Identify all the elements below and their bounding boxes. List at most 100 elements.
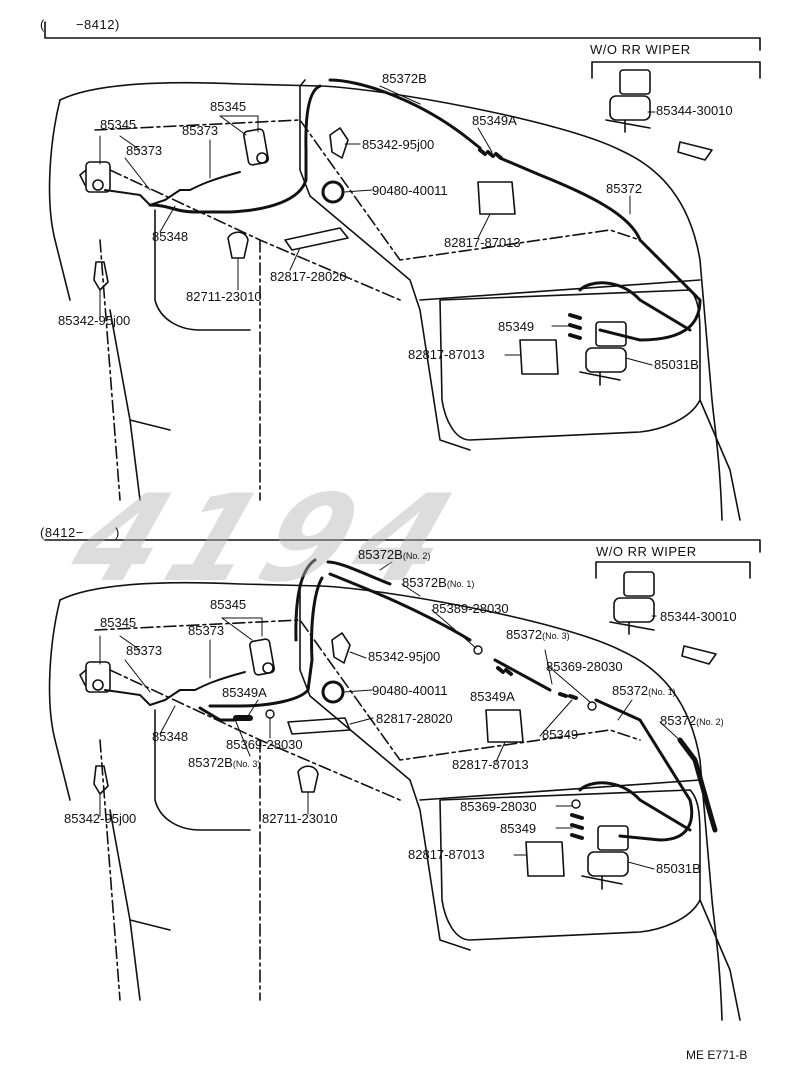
bottom-range-label: (8412− ) — [40, 525, 120, 540]
bottom-part-85372-no2-sub: (No. 2) — [696, 717, 724, 727]
bottom-part-85372B-no1[interactable]: 85372B(No. 1) — [402, 576, 474, 591]
diagram-code: ME E771-B — [686, 1048, 748, 1062]
top-van-front — [48, 99, 71, 301]
top-part-85373-left[interactable]: 85373 — [126, 143, 163, 158]
top-part-85342-95j00-left[interactable]: 85342-95j00 — [58, 313, 131, 328]
bottom-part-85372B-no1-number: 85372B — [402, 575, 447, 590]
top-header-bracket — [44, 21, 761, 51]
bottom-part-85372-no1-number: 85372 — [612, 683, 649, 698]
top-hose-85372B — [328, 78, 482, 150]
bottom-grommet-90480 — [321, 680, 345, 704]
bottom-valve-85369-b — [587, 701, 597, 711]
bottom-part-85372B-no2[interactable]: 85372B(No. 2) — [358, 548, 430, 563]
top-hose-main — [148, 84, 322, 214]
bottom-part-82817-87013[interactable]: 82817-87013 — [452, 757, 529, 772]
bottom-centerline — [94, 619, 641, 761]
bottom-part-85372-no3-sub: (No. 3) — [542, 631, 570, 641]
bottom-hose-no1 — [594, 698, 694, 842]
top-part-85348[interactable]: 85348 — [152, 229, 189, 244]
bottom-part-85348[interactable]: 85348 — [152, 729, 189, 744]
bottom-part-82817-87013-rear[interactable]: 82817-87013 — [408, 847, 485, 862]
bottom-rear-corner — [699, 899, 741, 1021]
bottom-part-85372-no1-sub: (No. 1) — [648, 687, 676, 697]
bottom-part-85345-left[interactable]: 85345 — [100, 615, 137, 630]
top-part-85349[interactable]: 85349 — [498, 319, 535, 334]
bottom-part-85349A-mid[interactable]: 85349A — [470, 689, 515, 704]
bottom-valve-85369-a — [473, 645, 483, 655]
top-side-lines — [109, 309, 171, 501]
bottom-header-bracket — [44, 539, 761, 553]
bottom-part-85342-95j00-left[interactable]: 85342-95j00 — [64, 811, 137, 826]
top-part-90480-40011[interactable]: 90480-40011 — [372, 183, 448, 198]
bottom-nozzle-right — [249, 638, 275, 676]
top-part-82817-87013-rear[interactable]: 82817-87013 — [408, 347, 485, 362]
bottom-pad-87013 — [485, 709, 524, 743]
bottom-window-front — [154, 709, 251, 831]
top-pad-28020 — [284, 227, 349, 251]
top-part-85345-left[interactable]: 85345 — [100, 117, 137, 132]
bottom-part-85373-right[interactable]: 85373 — [188, 623, 225, 638]
bottom-hose-no3 — [493, 658, 552, 692]
top-part-82817-87013[interactable]: 82817-87013 — [444, 235, 521, 250]
bottom-part-85389-28030[interactable]: 85389-28030 — [432, 601, 509, 616]
bottom-option-title: W/O RR WIPER — [596, 544, 697, 559]
top-part-85349A[interactable]: 85349A — [472, 113, 517, 128]
top-pad-87013-rear — [519, 339, 559, 375]
top-section-art — [44, 21, 761, 521]
bottom-part-85345-right[interactable]: 85345 — [210, 597, 247, 612]
bottom-part-85372-no3-number: 85372 — [506, 627, 543, 642]
bottom-part-82711-23010[interactable]: 82711-23010 — [262, 811, 338, 826]
bottom-hose-no2 — [677, 737, 718, 833]
top-part-85031B[interactable]: 85031B — [654, 357, 699, 372]
top-roof-edge — [419, 279, 701, 301]
bottom-part-85373-left[interactable]: 85373 — [126, 643, 163, 658]
bottom-part-85031B[interactable]: 85031B — [656, 861, 701, 876]
top-van-pillar — [299, 79, 471, 451]
bottom-part-85372-no3[interactable]: 85372(No. 3) — [506, 628, 570, 643]
bottom-leaders — [99, 561, 685, 870]
bottom-part-85372-no1[interactable]: 85372(No. 1) — [612, 684, 676, 699]
bottom-roof-edge — [419, 779, 701, 801]
top-pump-85031B — [579, 321, 627, 386]
top-part-85372[interactable]: 85372 — [606, 181, 643, 196]
bottom-section-art — [44, 539, 761, 1021]
top-part-85344-30010[interactable]: 85344-30010 — [656, 103, 733, 118]
top-part-82711-23010[interactable]: 82711-23010 — [186, 289, 262, 304]
top-nozzle-right — [243, 128, 269, 166]
top-rear-corner — [699, 399, 741, 521]
top-joint-85349 — [568, 313, 582, 340]
bottom-part-90480-40011[interactable]: 90480-40011 — [372, 683, 448, 698]
bottom-part-85344-30010[interactable]: 85344-30010 — [660, 609, 737, 624]
bottom-part-82817-28020[interactable]: 82817-28020 — [376, 711, 453, 726]
top-option-bracket — [591, 61, 761, 79]
top-part-82817-28020[interactable]: 82817-28020 — [270, 269, 347, 284]
top-hose-rear — [578, 281, 692, 332]
bottom-part-85342-95j00[interactable]: 85342-95j00 — [368, 649, 441, 664]
top-hose-front-2 — [189, 171, 241, 191]
bottom-part-85372-no2[interactable]: 85372(No. 2) — [660, 714, 724, 729]
top-part-85345-right[interactable]: 85345 — [210, 99, 247, 114]
bottom-part-85349A-left[interactable]: 85349A — [222, 685, 267, 700]
bottom-pad-87013-rear — [525, 841, 565, 877]
bottom-part-85372B-no3[interactable]: 85372B(No. 3) — [188, 756, 260, 771]
top-van-roof — [59, 81, 723, 521]
bottom-part-85369-28030-b[interactable]: 85369-28030 — [546, 659, 623, 674]
top-option-pump — [605, 69, 713, 161]
bottom-part-85369-28030-c[interactable]: 85369-28030 — [226, 737, 303, 752]
bottom-part-85369-28030-d[interactable]: 85369-28030 — [460, 799, 537, 814]
bottom-part-85372B-no2-sub: (No. 2) — [402, 551, 431, 561]
bottom-hose-B2-b — [326, 560, 392, 586]
bottom-part-85372-no2-number: 85372 — [660, 713, 697, 728]
top-range-label: ( −8412) — [40, 17, 120, 32]
bottom-hose-B2-a — [294, 558, 317, 642]
bottom-part-85372B-no3-number: 85372B — [188, 755, 233, 770]
bottom-part-85349-rear[interactable]: 85349 — [500, 821, 537, 836]
top-part-85372B[interactable]: 85372B — [382, 71, 427, 86]
top-part-85342-95j00[interactable]: 85342-95j00 — [362, 137, 435, 152]
top-part-85373-right[interactable]: 85373 — [182, 123, 219, 138]
bottom-van-roof — [59, 581, 723, 1021]
bottom-part-85349[interactable]: 85349 — [542, 727, 579, 742]
bottom-joint-85349 — [558, 692, 578, 700]
